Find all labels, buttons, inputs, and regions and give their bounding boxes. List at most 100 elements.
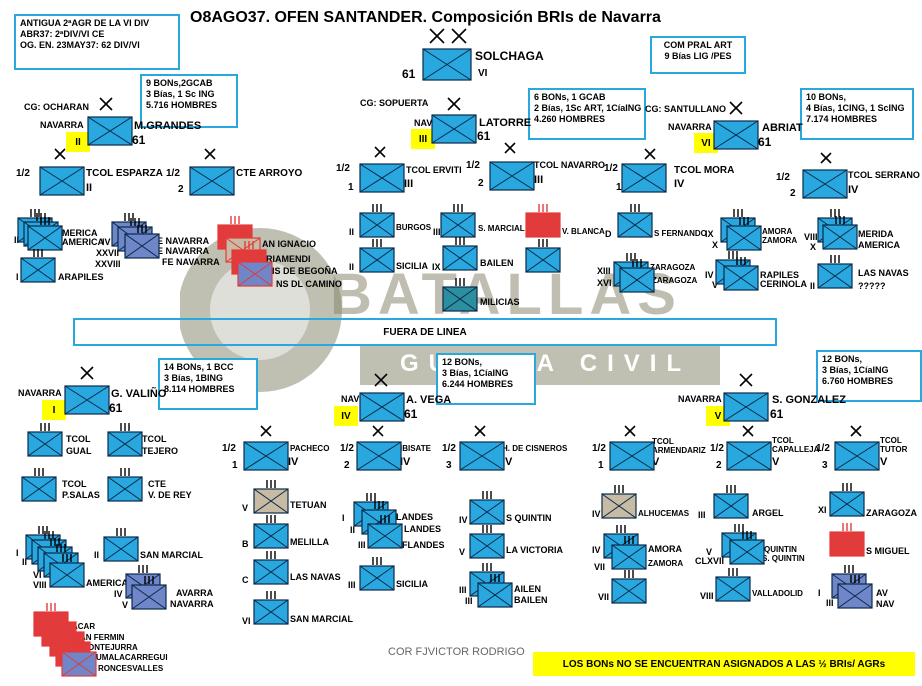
brigade-name: A. VEGA: [406, 394, 452, 406]
unit-cross-line: [49, 631, 85, 657]
unit-cross-line: [469, 499, 505, 525]
unit-cross-line: [611, 578, 647, 604]
battalion-label: E NAVARRA: [157, 236, 210, 246]
info-line: 10 BONs,: [806, 92, 847, 102]
battalion-label: SAN MARCIAL: [290, 614, 353, 624]
battalion-roman: II: [350, 525, 356, 535]
regiment-roman: V: [652, 456, 660, 468]
unit-cross-line: [20, 257, 56, 283]
half-label: 1/2: [166, 168, 180, 179]
battalion-roman: CLXVII: [695, 556, 725, 566]
battalion-symbol: [20, 257, 56, 283]
battalion-label: V. BLANCA: [562, 227, 605, 236]
unit-cross-line: [459, 441, 505, 471]
unit-cross-line: [31, 539, 67, 565]
half-label: 1/2: [776, 172, 790, 183]
battalion-symbol: [55, 641, 91, 667]
cg-ocharan: CG: OCHARAN: [24, 102, 89, 112]
corps-x-mark: [429, 28, 445, 44]
regiment-roman: IV: [400, 456, 411, 468]
cg-sopuerta: CG: SOPUERTA: [360, 98, 429, 108]
battalion-roman: X: [810, 242, 817, 252]
page-title: O8AGO37. OFEN SANTANDER. Composición BRI…: [190, 9, 661, 26]
unit-cross-line: [33, 611, 69, 637]
battalion-roman: V: [706, 547, 713, 557]
regiment-number: 2: [178, 184, 184, 195]
solchaga-right: VI: [478, 68, 488, 79]
battalion-label: MILICIAS: [480, 297, 520, 307]
half-label: 1/2: [466, 160, 480, 171]
battalion-symbol: [817, 217, 853, 243]
header-line-2: ABR37: 2ªDIV/VI CE: [20, 28, 105, 39]
battalion-symbol: [829, 491, 865, 517]
unit-cross-line: [489, 161, 535, 191]
unit-cross-line: [253, 599, 289, 625]
regiment-x-mark: [374, 146, 386, 158]
battalion-roman: III: [459, 585, 467, 595]
regiment-roman: V: [880, 456, 888, 468]
regiment-roman: III: [404, 178, 414, 190]
unit-cross-line: [603, 533, 639, 559]
unit-cross-line: [817, 263, 853, 289]
regiment-number: 3: [822, 460, 828, 471]
solchaga-symbol: [423, 48, 471, 80]
unit-cross-line: [359, 163, 405, 193]
regiment-symbol: [489, 161, 535, 191]
battalion-symbol: [829, 531, 865, 557]
battalion-roman: VIII: [700, 591, 714, 601]
unit-cross-line: [103, 536, 139, 562]
unit-cross-line: [359, 565, 395, 591]
unit-cross-line: [834, 441, 880, 471]
battalion-symbol: [817, 263, 853, 289]
battalion-label: QUINTIN: [764, 545, 797, 554]
battalion-label: ARAPILES: [58, 272, 104, 282]
regiment-x-mark: [204, 148, 216, 160]
battalion-label: IS DE BEGOÑA: [272, 266, 338, 276]
brigade-division: 61: [109, 401, 123, 415]
unit-cross-line: [17, 217, 53, 243]
unit-cross-line: [822, 224, 858, 250]
unit-cross-line: [361, 509, 397, 535]
unit-cross-line: [124, 233, 160, 259]
regiment-x-mark: [820, 152, 832, 164]
battalion-roman: IV: [114, 589, 123, 599]
regiment-x-mark: [204, 148, 216, 160]
battalion-label: VALLADOLID: [752, 589, 803, 598]
regiment-symbol: [609, 441, 655, 471]
battalion-roman: IX: [705, 229, 714, 239]
brigade-division: 61: [770, 407, 784, 421]
battalion-roman: V: [459, 547, 466, 557]
unit-cross-line: [353, 501, 389, 527]
battalion-symbol: [253, 488, 289, 514]
echelon-x-mark: [729, 101, 743, 115]
unit-cross-line: [49, 562, 85, 588]
battalion-symbol: [37, 546, 73, 572]
battalion-label: BAILEN: [514, 595, 548, 605]
unit-cross-line: [189, 166, 235, 196]
unit-cross-line: [41, 621, 77, 647]
battalion-symbol: [103, 536, 139, 562]
unit-cross-line: [713, 120, 759, 150]
battalion-symbol: [611, 544, 647, 570]
battalion-symbol: [721, 532, 757, 558]
unit-cross-line: [31, 539, 67, 565]
info-line: 12 BONs,: [822, 354, 863, 364]
unit-cross-line: [713, 120, 759, 150]
unit-cross-line: [726, 441, 772, 471]
battalion-label: AVARRA: [176, 588, 214, 598]
unit-cross-line: [367, 523, 403, 549]
battalion-roman: V: [712, 280, 719, 290]
header-info-box: ANTIGUA 2ªAGR DE LA VI DIV ABR37: 2ªDIV/…: [14, 14, 180, 70]
battalion-label: SAN MARCIAL: [140, 550, 203, 560]
regiment-roman: IV: [674, 178, 685, 190]
unit-cross-line: [107, 476, 143, 502]
battalion-roman: XXVIII: [95, 259, 121, 269]
regiment-number: 1: [348, 182, 354, 193]
battalion-label: BAILEN: [480, 258, 514, 268]
unit-cross-line: [21, 476, 57, 502]
regiment-x-mark: [474, 425, 486, 437]
battalion-symbol: [131, 584, 167, 610]
unit-cross-line: [33, 611, 69, 637]
battalion-label: MERICA: [62, 228, 98, 238]
unit-cross-line: [477, 582, 513, 608]
